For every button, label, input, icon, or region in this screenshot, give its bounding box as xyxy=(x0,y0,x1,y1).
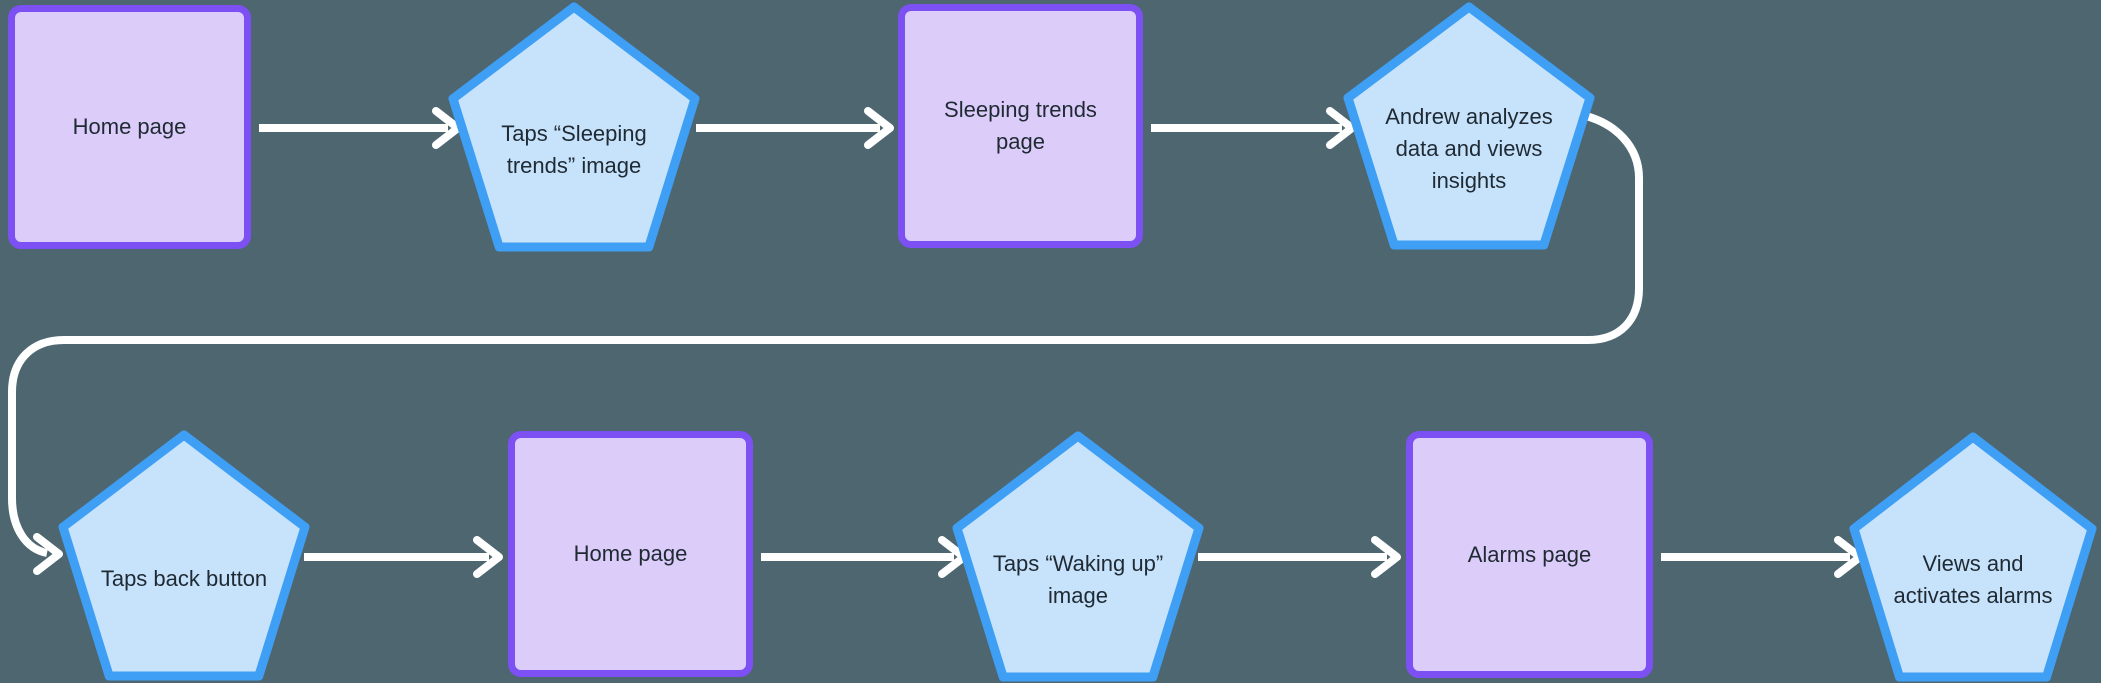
edge-r2-taps-waking-up-to-r2-alarms-page[interactable] xyxy=(1198,536,1401,578)
node-label: Sleeping trends page xyxy=(944,97,1097,154)
edge-r2-alarms-page-to-r2-views-activates-alarms[interactable] xyxy=(1661,536,1864,578)
pentagon-shape xyxy=(58,430,310,681)
node-label: Alarms page xyxy=(1467,541,1592,567)
edge-r2-taps-back-button-to-r2-home-page[interactable] xyxy=(304,536,503,578)
arrowhead-icon xyxy=(1326,107,1356,149)
arrowhead-icon xyxy=(1371,536,1401,578)
edge-r2-home-page-to-r2-taps-waking-up[interactable] xyxy=(761,536,968,578)
r2-taps-waking-up[interactable]: Taps “Waking up” image xyxy=(952,431,1204,682)
node-label: Home page xyxy=(573,541,688,566)
node-label: Taps back button xyxy=(100,565,268,591)
edge-r1-sleeping-trends-page-to-r1-andrew-analyzes[interactable] xyxy=(1151,107,1356,149)
edge-r1-andrew-analyzes-to-r2-taps-back-button[interactable] xyxy=(8,112,1643,575)
r2-alarms-page[interactable]: Alarms page xyxy=(1406,431,1653,678)
node-label: Andrew analyzes data and views insights xyxy=(1385,104,1553,193)
r1-sleeping-trends-page[interactable]: Sleeping trends page xyxy=(898,4,1143,248)
pentagon-shape xyxy=(1343,2,1595,250)
pentagon-shape xyxy=(952,431,1204,682)
arrowhead-icon xyxy=(33,533,63,575)
node-label: Home page xyxy=(72,114,187,139)
edge-r1-taps-sleeping-trends-to-r1-sleeping-trends-page[interactable] xyxy=(696,107,894,149)
r1-home-page[interactable]: Home page xyxy=(8,5,251,249)
node-label: Views and activates alarms xyxy=(1893,551,2053,608)
connector-line xyxy=(8,112,1643,557)
r1-andrew-analyzes[interactable]: Andrew analyzes data and views insights xyxy=(1343,2,1595,250)
node-label: Taps “Waking up” image xyxy=(992,550,1164,608)
node-label: Taps “Sleeping trends” image xyxy=(501,121,647,178)
r2-home-page[interactable]: Home page xyxy=(508,431,753,677)
edge-r1-home-page-to-r1-taps-sleeping-trends[interactable] xyxy=(259,107,462,149)
r2-taps-back-button[interactable]: Taps back button xyxy=(58,430,310,681)
arrowhead-icon xyxy=(473,536,503,578)
arrowhead-icon xyxy=(864,107,894,149)
pentagon-shape xyxy=(448,2,700,252)
r2-views-activates-alarms[interactable]: Views and activates alarms xyxy=(1849,432,2097,682)
pentagon-shape xyxy=(1849,432,2097,682)
r1-taps-sleeping-trends[interactable]: Taps “Sleeping trends” image xyxy=(448,2,700,252)
